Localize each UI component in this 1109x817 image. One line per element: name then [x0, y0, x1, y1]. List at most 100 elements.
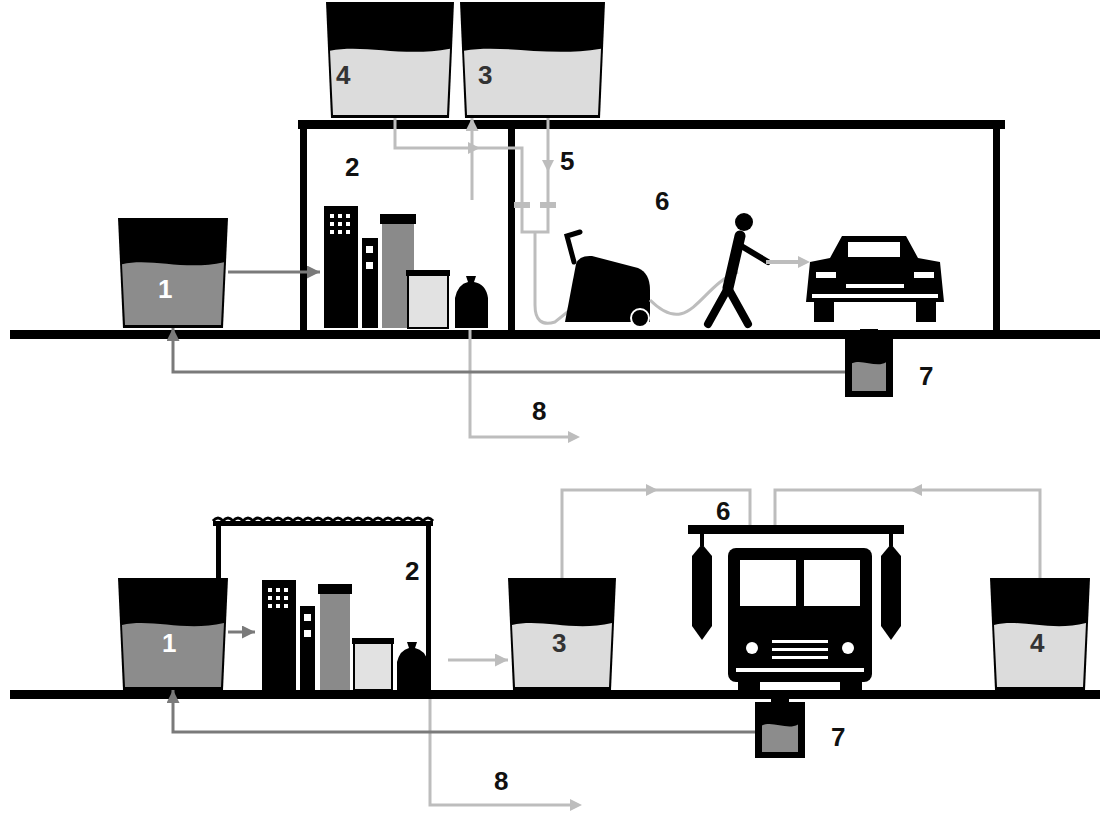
treatment-unit [346, 214, 350, 218]
sump-body [755, 702, 805, 758]
bus [728, 548, 872, 682]
pipe-arrow [568, 431, 580, 443]
treatment-unit [338, 214, 342, 218]
treatment-unit [304, 614, 311, 621]
treatment-unit [262, 580, 296, 690]
shed [373, 518, 383, 521]
sump-inlet [771, 692, 789, 704]
treatment-unit [268, 604, 272, 608]
shed [273, 518, 283, 521]
bus [772, 648, 828, 651]
collection-sump: 7 [845, 339, 893, 397]
shed [213, 518, 433, 690]
sump-water [762, 724, 798, 752]
flow-connector [173, 328, 845, 372]
valve [540, 202, 556, 208]
shed [353, 518, 363, 521]
shed [413, 518, 423, 521]
treatment-unit [300, 606, 315, 690]
callout-number: 7 [919, 361, 933, 391]
water-tank: 1 [118, 578, 228, 690]
shed [213, 518, 433, 521]
bus [842, 642, 854, 654]
worker [735, 213, 753, 231]
callout-number: 8 [494, 766, 508, 796]
treatment-unit [362, 238, 378, 328]
tank-outline [118, 218, 228, 328]
shed [303, 518, 313, 521]
bus [736, 668, 864, 672]
treatment-unit [324, 206, 488, 328]
treatment-unit [330, 222, 334, 226]
tank-water [122, 262, 224, 325]
car [812, 294, 938, 298]
tank-water [122, 623, 224, 687]
flow-connector [448, 659, 508, 662]
sump-body [845, 339, 893, 397]
shed [213, 518, 223, 521]
flow-connector [173, 690, 755, 732]
canopy [993, 129, 1000, 330]
worker [708, 288, 748, 324]
pipe-arrow [542, 160, 554, 172]
water-pipe [470, 330, 570, 437]
callout-number: 6 [655, 186, 669, 216]
treatment-unit: 2 [255, 560, 448, 690]
treatment-unit [268, 596, 272, 600]
bus [728, 548, 872, 690]
treatment-unit [320, 592, 350, 690]
treatment-unit [276, 604, 280, 608]
treatment-unit [284, 588, 288, 592]
treatment-unit [366, 262, 373, 269]
water-pipe [430, 699, 572, 805]
collection-sump: 7 [755, 702, 805, 758]
water-pipe [395, 118, 575, 437]
callout-number: 3 [552, 628, 566, 658]
tank-water [994, 623, 1086, 687]
tank-body [508, 578, 616, 690]
bus [746, 642, 758, 654]
shed [243, 518, 253, 521]
water-tank: 3 [460, 2, 605, 118]
shed [283, 518, 293, 521]
callout-number: 7 [831, 722, 845, 752]
shed [423, 518, 433, 521]
water-tank: 4 [326, 2, 454, 118]
pipe-arrow [468, 142, 580, 443]
water-tank: 1 [118, 218, 228, 328]
car [846, 284, 904, 288]
tank-water [330, 49, 450, 115]
treatment-unit [330, 214, 334, 218]
treatment-unit [397, 642, 428, 690]
callout-number: 2 [405, 556, 419, 586]
treatment-unit [346, 222, 350, 226]
shed [403, 518, 413, 521]
wash-gantry [692, 544, 712, 640]
car [814, 302, 834, 322]
shed [333, 518, 343, 521]
treatment-unit [284, 596, 288, 600]
treatment-unit [455, 276, 488, 328]
bus [740, 560, 796, 606]
treatment-unit: 2 [320, 200, 500, 328]
treatment-unit [324, 206, 358, 328]
tank-water [464, 49, 601, 115]
pressure-washer [631, 309, 649, 327]
bus [772, 656, 828, 659]
tank-body [118, 218, 228, 328]
flow-connector [228, 271, 320, 274]
treatment-unit [346, 230, 350, 234]
treatment-unit [276, 588, 280, 592]
canopy [508, 129, 515, 330]
worker [798, 256, 810, 268]
flow-connector [471, 118, 474, 200]
water-pipe [395, 118, 522, 203]
shed [223, 518, 233, 521]
treatment-unit [380, 214, 416, 224]
worker [766, 260, 800, 264]
worker [708, 213, 810, 324]
sump-water [852, 362, 886, 391]
car [848, 242, 900, 257]
